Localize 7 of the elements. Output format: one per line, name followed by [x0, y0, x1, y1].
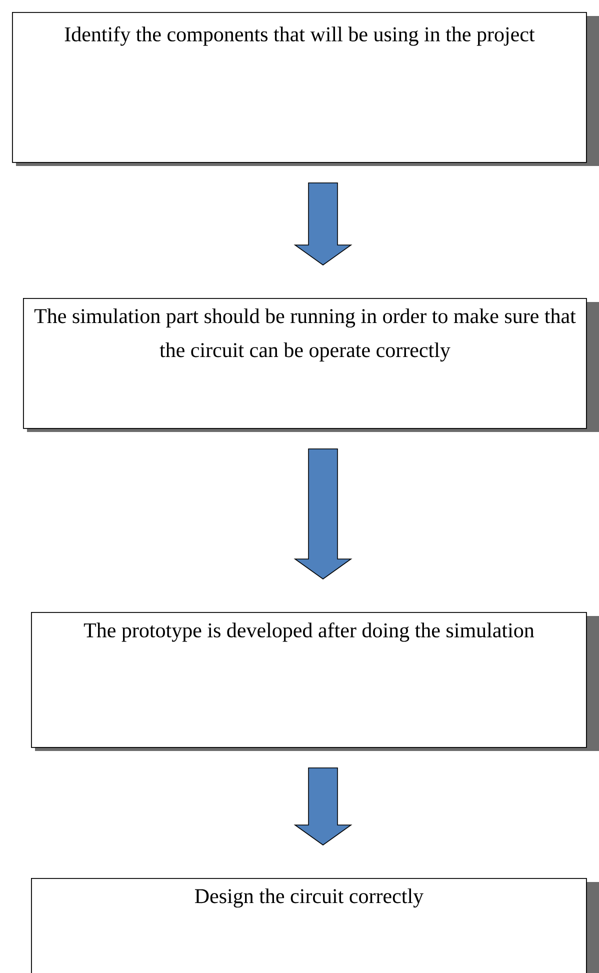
process-box: Design the circuit correctly	[31, 878, 599, 973]
arrow	[294, 182, 352, 266]
process-box: Identify the components that will be using in the project	[12, 12, 599, 166]
arrow	[294, 448, 352, 580]
process-box: The simulation part should be running in order to make sure that the circuit can be operate correctly	[23, 298, 599, 432]
process-box: The prototype is developed after doing the simulation	[31, 612, 599, 751]
arrow	[294, 768, 352, 846]
